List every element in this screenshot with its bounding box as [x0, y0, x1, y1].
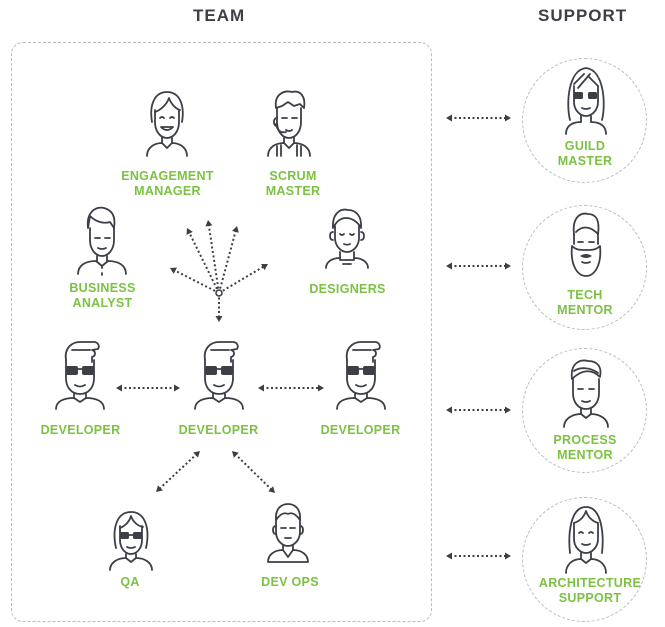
developer-glasses-icon — [333, 338, 389, 410]
developer-glasses-icon — [52, 338, 108, 410]
bearded-man-icon — [558, 210, 614, 284]
support-arrow-guild-master — [446, 114, 511, 122]
support-arrow-process-mentor — [446, 406, 511, 414]
team-container — [11, 42, 432, 622]
man-headset-icon — [264, 88, 314, 158]
dev-to-devops-arrow — [232, 451, 275, 493]
qa-label: QA — [120, 575, 140, 589]
designers-label: DESIGNERS — [309, 282, 386, 296]
support-arrow-architecture-support — [446, 552, 511, 560]
developer-left-label: DEVELOPER — [40, 423, 121, 437]
team-header: TEAM — [193, 6, 246, 25]
man-side-hair-icon — [560, 357, 612, 429]
support-circle-architecture-support — [522, 497, 647, 622]
fan-arrow-5 — [218, 264, 268, 294]
developer-glasses-icon — [191, 338, 247, 410]
fan-arrow-3 — [205, 220, 220, 294]
support-circle-guild-master — [522, 58, 647, 183]
dev-ops-label: DEV OPS — [261, 575, 319, 589]
woman-straight-hair-icon — [560, 503, 612, 575]
fan-arrow-1 — [170, 267, 220, 294]
man-tie-icon — [74, 204, 130, 276]
fan-center-node — [215, 289, 223, 297]
dev-link-left — [116, 384, 180, 392]
scrum-master-label: SCRUM MASTER — [265, 169, 321, 198]
developer-center-label: DEVELOPER — [178, 423, 259, 437]
support-circle-tech-mentor — [522, 205, 647, 330]
guild-master-label: GUILD MASTER — [557, 139, 613, 168]
fan-arrow-4 — [218, 226, 239, 294]
business-analyst-label: BUSINESS ANALYST — [69, 281, 136, 310]
fan-arrow-6 — [215, 293, 223, 322]
engagement-manager-label: ENGAGEMENT MANAGER — [121, 169, 214, 198]
support-header: SUPPORT — [538, 6, 628, 25]
woman-glasses-icon — [106, 508, 156, 572]
dev-to-qa-arrow — [156, 451, 200, 492]
support-arrow-tech-mentor — [446, 262, 511, 270]
dev-link-right — [258, 384, 324, 392]
woman-turtleneck-icon — [324, 206, 370, 270]
man-vneck-icon — [264, 502, 312, 564]
support-circle-process-mentor — [522, 348, 647, 473]
woman-smiling-icon — [143, 88, 191, 158]
fan-arrow-2 — [186, 228, 220, 294]
process-mentor-label: PROCESS MENTOR — [553, 433, 617, 462]
architecture-support-label: ARCHITECTURE SUPPORT — [538, 576, 642, 605]
developer-right-label: DEVELOPER — [320, 423, 401, 437]
woman-long-hair-icon — [558, 64, 614, 136]
tech-mentor-label: TECH MENTOR — [557, 288, 613, 317]
